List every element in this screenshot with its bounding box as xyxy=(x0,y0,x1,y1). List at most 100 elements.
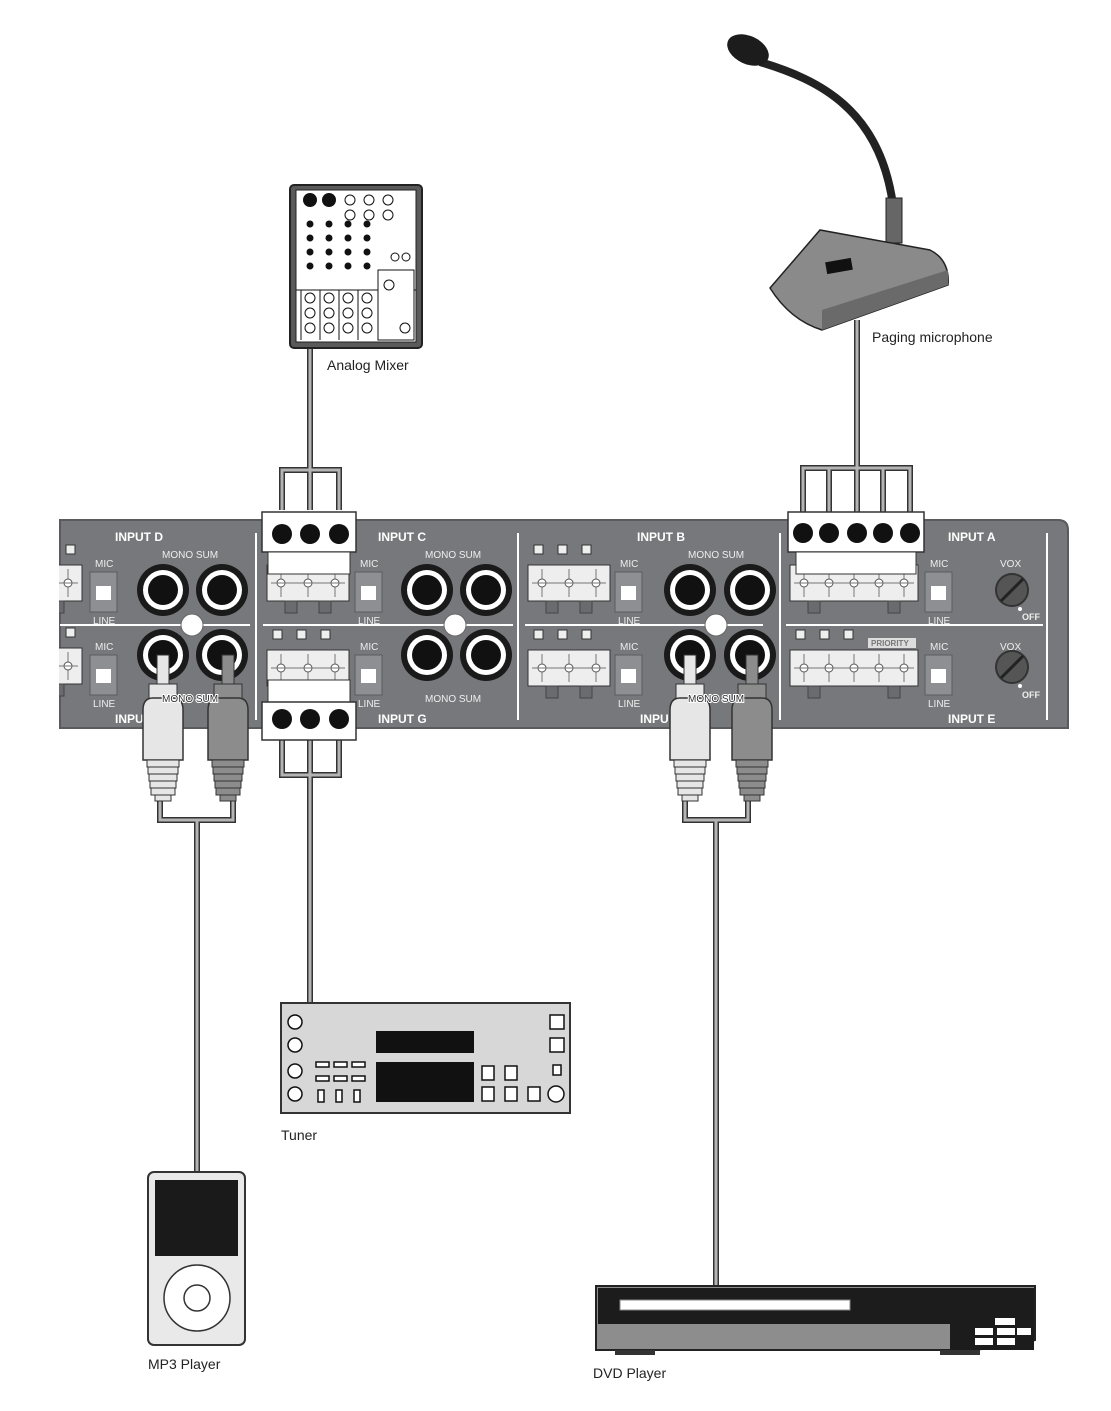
minus-terminal-icon xyxy=(557,629,568,640)
mp3-player-label: MP3 Player xyxy=(148,1356,221,1372)
analog-mixer-label: Analog Mixer xyxy=(327,357,409,373)
terminal-block[interactable] xyxy=(527,649,611,699)
tuner-label: Tuner xyxy=(281,1127,317,1143)
white-rca-plug[interactable] xyxy=(142,654,184,802)
quarter-inch-jack[interactable] xyxy=(724,564,776,616)
priority-label: PRIORITY xyxy=(871,639,909,648)
red-rca-plug[interactable] xyxy=(207,654,249,802)
line-label: LINE xyxy=(93,699,116,710)
quarter-inch-jack[interactable] xyxy=(137,564,189,616)
cable-core xyxy=(280,348,341,510)
terminal-block[interactable] xyxy=(527,564,611,614)
mic-line-switch[interactable] xyxy=(89,654,118,696)
screw-icon xyxy=(443,613,467,637)
input-g-label: INPUT G xyxy=(378,712,427,726)
quarter-inch-jack[interactable] xyxy=(401,564,453,616)
input-c-plug[interactable] xyxy=(261,511,357,575)
vox-label: VOX xyxy=(1000,559,1021,570)
input-c-label: INPUT C xyxy=(378,530,426,544)
mic-label: MIC xyxy=(930,642,948,653)
plus-terminal-icon xyxy=(843,629,854,640)
mic-label: MIC xyxy=(620,559,638,570)
quarter-inch-jack[interactable] xyxy=(196,564,248,616)
mic-label: MIC xyxy=(360,642,378,653)
tuner-display xyxy=(376,1031,474,1053)
slash-terminal-icon xyxy=(795,629,806,640)
mic-label: MIC xyxy=(620,642,638,653)
cable-core xyxy=(683,800,750,1286)
white-rca-plug[interactable] xyxy=(669,654,711,802)
line-label: LINE xyxy=(358,616,381,627)
input-d-label: INPUT D xyxy=(115,530,163,544)
mono-sum-label: MONO SUM xyxy=(688,550,744,561)
line-label: LINE xyxy=(928,616,951,627)
input-b-label: INPUT B xyxy=(637,530,685,544)
plus-terminal-icon xyxy=(581,629,592,640)
minus-terminal-icon xyxy=(557,544,568,555)
vox-label: VOX xyxy=(1000,642,1021,653)
slash-terminal-icon xyxy=(272,629,283,640)
cable-core xyxy=(280,740,341,1003)
input-a-label: INPUT A xyxy=(948,530,996,544)
quarter-inch-jack[interactable] xyxy=(401,629,453,681)
line-label: LINE xyxy=(618,616,641,627)
quarter-inch-jack[interactable] xyxy=(460,629,512,681)
mic-label: MIC xyxy=(95,559,113,570)
cables xyxy=(157,320,913,1286)
mp3-screen xyxy=(155,1180,238,1256)
vox-knob-a[interactable] xyxy=(995,573,1029,607)
input-e-label: INPUT E xyxy=(948,712,995,726)
mic-label: MIC xyxy=(930,559,948,570)
paging-microphone-label: Paging microphone xyxy=(872,329,993,345)
off-label: OFF xyxy=(1022,612,1040,622)
dvd-player-label: DVD Player xyxy=(593,1365,666,1381)
input-f-label: INPU xyxy=(640,712,669,726)
mono-sum-label: MONO SUM xyxy=(425,550,481,561)
mic-line-switch[interactable] xyxy=(354,571,383,613)
terminal-block[interactable] xyxy=(789,649,919,699)
mic-line-switch[interactable] xyxy=(89,571,118,613)
line-label: LINE xyxy=(928,699,951,710)
mic-line-switch[interactable] xyxy=(354,654,383,696)
slash-terminal-icon xyxy=(533,544,544,555)
line-label: LINE xyxy=(93,616,116,627)
quarter-inch-jack[interactable] xyxy=(460,564,512,616)
analog-mixer xyxy=(289,184,423,349)
quarter-inch-jack[interactable] xyxy=(664,564,716,616)
slash-terminal-icon xyxy=(533,629,544,640)
input-g-plug[interactable] xyxy=(261,679,357,741)
mic-line-switch[interactable] xyxy=(924,571,953,613)
minus-terminal-icon xyxy=(819,629,830,640)
mic-line-switch[interactable] xyxy=(614,654,643,696)
mono-sum-label: MONO SUM xyxy=(162,694,218,705)
mic-label: MIC xyxy=(360,559,378,570)
mic-line-switch[interactable] xyxy=(924,654,953,696)
plus-terminal-icon xyxy=(320,629,331,640)
red-rca-plug[interactable] xyxy=(731,654,773,802)
dvd-player xyxy=(595,1285,1036,1355)
mono-sum-label: MONO SUM xyxy=(425,694,481,705)
line-label: LINE xyxy=(618,699,641,710)
line-label: LINE xyxy=(358,699,381,710)
tuner xyxy=(280,1002,571,1114)
plus-terminal-icon xyxy=(65,627,76,638)
cable-core xyxy=(801,320,912,512)
screw-icon xyxy=(180,613,204,637)
plus-terminal-icon xyxy=(65,544,76,555)
off-label: OFF xyxy=(1022,690,1040,700)
input-h-label: INPU xyxy=(115,712,144,726)
disc-tray xyxy=(619,1299,851,1311)
tuner-display xyxy=(376,1062,474,1102)
mono-sum-label: MONO SUM xyxy=(688,694,744,705)
plus-terminal-icon xyxy=(581,544,592,555)
mp3-player xyxy=(147,1171,246,1346)
paging-microphone xyxy=(727,34,949,331)
minus-terminal-icon xyxy=(296,629,307,640)
mono-sum-label: MONO SUM xyxy=(162,550,218,561)
input-a-plug[interactable] xyxy=(787,511,925,575)
vox-knob-e[interactable] xyxy=(995,650,1029,684)
cable-core xyxy=(158,800,235,1172)
mic-line-switch[interactable] xyxy=(614,571,643,613)
